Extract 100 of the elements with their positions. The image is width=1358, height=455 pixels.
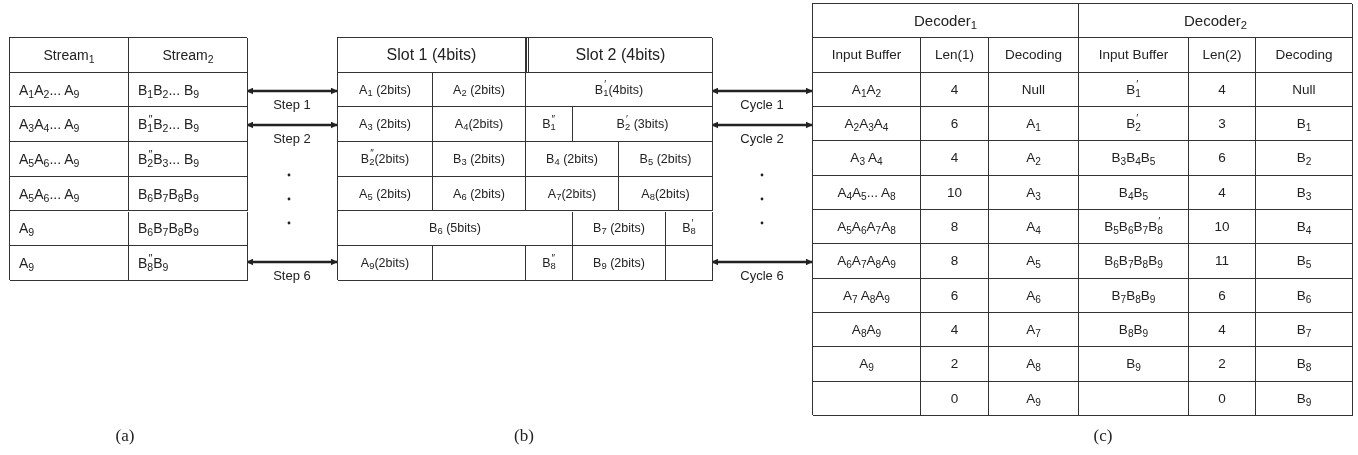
table-cell: Input Buffer [1079,38,1189,73]
table-cell: 4 [921,141,989,176]
edge-label: Cycle 2 [738,131,786,146]
table-cell: 6 [1189,278,1256,313]
table-cell: A$_{1}$ [989,107,1079,142]
table-cell: B$^{′}$$_{2}$ (3bits) [573,107,713,143]
table-cell: B$^{″}$$_{8}$B$_{9}$ [129,246,248,281]
table-cell: B$_{6}$B$_{7}$B$_{8}$B$_{9}$ [1079,244,1189,279]
edge-label: Step 1 [271,97,313,112]
table-cell: 8 [921,244,989,279]
table-cell: Slot 2 (4bits) [526,38,713,73]
table-cell: B$^{″}$$_{2}$(2bits) [338,142,433,177]
table [812,3,1352,415]
table-cell: A$_{6}$A$_{7}$A$_{8}$A$_{9}$ [813,244,921,279]
table-cell: A$_{6}$ [989,278,1079,313]
table-cell: 11 [1189,244,1256,279]
table [337,37,712,280]
table-cell: 2 [921,347,989,382]
table-cell: Decoder$_{2}$ [1079,4,1353,39]
table-cell: Len(2) [1189,38,1256,73]
table-cell: 4 [1189,175,1256,210]
table-cell: A$_{4}$A$_{5}$... A$_{8}$ [813,175,921,210]
table-cell: A$_{5}$A$_{6}$A$_{7}$A$_{8}$ [813,209,921,245]
table-cell: B$_{3}$ (2bits) [433,142,526,177]
table-cell: Slot 1 (4bits) [338,38,526,73]
double-arrow [711,87,813,95]
table-cell: A$_{9}$ [10,211,129,247]
table-cell: B$^{″}$$_{1}$B$_{2}$... B$_{9}$ [129,107,248,143]
table-cell: A$_{1}$A$_{2}$ [813,72,921,107]
table-cell: Decoding [1256,38,1353,73]
table-cell: A$_{9}$ [813,347,921,382]
figure-label: (c) [1093,426,1113,446]
double-arrow [246,87,338,95]
table-cell: 6 [921,107,989,142]
table-cell: A$_{3}$ [989,175,1079,210]
double-arrow [711,258,813,266]
table-cell: 8 [921,209,989,245]
table-cell: 6 [1189,141,1256,176]
table-cell: B$_{4}$B$_{5}$ [1079,175,1189,210]
table-cell: A$_{1}$A$_{2}$... A$_{9}$ [10,72,129,108]
table-cell: A$_{4}$(2bits) [433,107,526,143]
table-cell: A$_{9}$ [989,381,1079,416]
table-cell: A$_{3}$A$_{4}$... A$_{9}$ [10,107,129,143]
table-cell: A$_{2}$ (2bits) [433,72,526,108]
table-cell: B$^{″}$$_{2}$B$_{3}$... B$_{9}$ [129,142,248,177]
table-cell: B$_{4}$ [1256,209,1353,245]
table-cell: A$_{5}$ [989,244,1079,279]
table-cell: 4 [921,312,989,348]
table-cell: Stream$_{1}$ [10,38,129,73]
table-cell: B$_{9}$ (2bits) [573,246,666,281]
table-cell: A$_{5}$ (2bits) [338,176,433,212]
edge-label: Cycle 1 [738,97,786,112]
table-cell: B$_{6}$B$_{7}$B$_{8}$B$_{9}$ [129,211,248,247]
table-cell: A$_{7}$ [989,312,1079,348]
edge-label: Cycle 6 [738,268,786,283]
edge-label: Step 2 [271,131,313,146]
table-cell: B$_{6}$ (5bits) [338,211,573,247]
figure-label: (a) [115,426,135,446]
table [9,37,247,280]
table-cell: B$_{9}$ [1256,381,1353,416]
edge-label: Step 6 [271,268,313,283]
table-cell: B$_{7}$B$_{8}$B$_{9}$ [1079,278,1189,313]
table-cell: 10 [1189,209,1256,245]
table-cell: Null [989,72,1079,107]
figure-label: (b) [514,426,534,446]
table-cell: B$_{6}$ [1256,278,1353,313]
table-cell: A$_{4}$ [989,209,1079,245]
table-cell: B$_{6}$B$_{7}$B$_{8}$B$_{9}$ [129,176,248,212]
table-cell: B$_{5}$ [1256,244,1353,279]
double-arrow [246,121,338,129]
table-cell: 10 [921,175,989,210]
table-cell: A$_{9}$(2bits) [338,246,433,281]
table-cell: 6 [921,278,989,313]
table-cell: B$_{3}$B$_{4}$B$_{5}$ [1079,141,1189,176]
table-cell: 2 [1189,347,1256,382]
table-cell: A$_{5}$A$_{6}$... A$_{9}$ [10,142,129,177]
table-cell: B$_{9}$ [1079,347,1189,382]
table-cell: B$_{8}$ [1256,347,1353,382]
table-cell: 0 [921,381,989,416]
table-cell: B$_{1}$ [1256,107,1353,142]
table-cell: B$_{5}$ (2bits) [619,142,713,177]
table-cell: A$_{3}$ A$_{4}$ [813,141,921,176]
table-cell: A$_{8}$(2bits) [619,176,713,212]
table-cell: A$_{6}$ (2bits) [433,176,526,212]
table-cell: A$_{7}$ A$_{8}$A$_{9}$ [813,278,921,313]
table-cell: B$_{1}$B$_{2}$... B$_{9}$ [129,72,248,108]
table-cell: B$_{3}$ [1256,175,1353,210]
table-cell: B$_{4}$ (2bits) [526,142,619,177]
table-cell: A$_{5}$A$_{6}$... A$_{9}$ [10,176,129,212]
table-cell: Input Buffer [813,38,921,73]
table-cell: A$_{8}$ [989,347,1079,382]
table-cell: 4 [1189,72,1256,107]
table-cell: B$_{8}$B$_{9}$ [1079,312,1189,348]
double-arrow [246,258,338,266]
table-cell: A$_{7}$(2bits) [526,176,619,212]
table-cell: B$_{7}$ (2bits) [573,211,666,247]
table-cell: B$_{7}$ [1256,312,1353,348]
double-arrow [711,121,813,129]
table-cell: 3 [1189,107,1256,142]
table-cell: B$^{′}$$_{1}$(4bits) [526,72,713,108]
